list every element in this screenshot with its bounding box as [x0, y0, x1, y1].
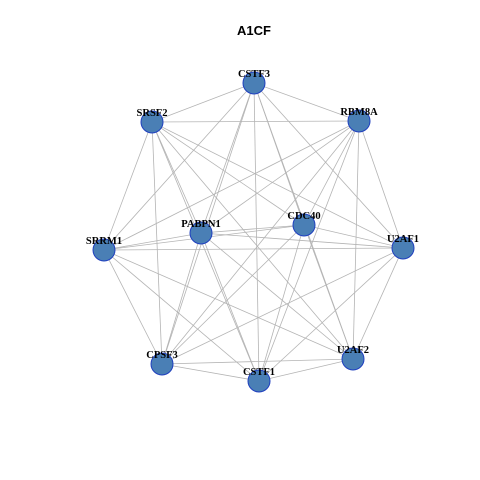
- edge-layer: [103, 82, 404, 382]
- edge-pabpn1-u2af2: [200, 232, 354, 360]
- node-label: SRRM1: [86, 236, 122, 247]
- edge-srsf2-srrm1: [103, 121, 153, 251]
- edge-u2af1-cpsf3: [161, 247, 404, 365]
- edge-cstf3-u2af1: [253, 82, 404, 249]
- edge-cdc40-cpsf3: [161, 224, 305, 365]
- node-circle: [189, 221, 213, 245]
- node-label: CPSF3: [146, 350, 178, 361]
- edge-srsf2-rbm8a: [151, 120, 360, 123]
- edge-cstf3-cstf1: [253, 82, 260, 382]
- node-srsf2: SRSF2: [137, 108, 168, 134]
- node-label: CDC40: [287, 211, 320, 222]
- node-circle: [391, 236, 415, 260]
- node-circle: [92, 238, 116, 262]
- node-label: PABPN1: [181, 219, 220, 230]
- edge-cstf3-rbm8a: [253, 82, 360, 122]
- node-circle: [150, 352, 174, 376]
- node-circle: [247, 369, 271, 393]
- node-pabpn1: PABPN1: [181, 219, 221, 245]
- edge-srrm1-u2af1: [103, 247, 404, 251]
- edge-cpsf3-cstf1: [161, 363, 260, 382]
- edge-srsf2-cdc40: [151, 121, 305, 226]
- edge-cstf3-cpsf3: [161, 82, 255, 365]
- edge-pabpn1-u2af1: [200, 232, 404, 249]
- edge-rbm8a-cpsf3: [161, 120, 360, 365]
- node-u2af2: U2AF2: [337, 345, 369, 371]
- edge-pabpn1-cpsf3: [161, 232, 202, 365]
- edge-u2af1-u2af2: [352, 247, 404, 360]
- edge-u2af2-cstf1: [258, 358, 354, 382]
- edge-srrm1-cpsf3: [103, 249, 163, 365]
- node-cpsf3: CPSF3: [146, 350, 178, 376]
- node-cdc40: CDC40: [287, 211, 321, 237]
- node-circle: [292, 213, 316, 237]
- edge-srsf2-cstf1: [151, 121, 260, 382]
- node-label: U2AF1: [387, 234, 419, 245]
- node-label: CSTF3: [238, 69, 270, 80]
- node-cstf1: CSTF1: [243, 367, 275, 393]
- edge-rbm8a-srrm1: [103, 120, 360, 251]
- node-u2af1: U2AF1: [387, 234, 419, 260]
- edge-pabpn1-cstf1: [200, 232, 260, 382]
- node-label: SRSF2: [137, 108, 168, 119]
- edge-srrm1-u2af2: [103, 249, 354, 360]
- edge-cdc40-pabpn1: [200, 224, 305, 234]
- edge-pabpn1-srrm1: [103, 232, 202, 251]
- node-rbm8a: RBM8A: [340, 107, 378, 133]
- node-circle: [242, 71, 266, 95]
- edge-cpsf3-u2af2: [161, 358, 354, 365]
- edge-cstf3-pabpn1: [200, 82, 255, 234]
- node-label: U2AF2: [337, 345, 369, 356]
- edge-cdc40-cstf1: [258, 224, 305, 382]
- edge-cstf3-srrm1: [103, 82, 255, 251]
- node-circle: [347, 109, 371, 133]
- edge-srsf2-u2af1: [151, 121, 404, 249]
- node-cstf3: CSTF3: [238, 69, 270, 95]
- node-circle: [140, 110, 164, 134]
- edge-rbm8a-cstf1: [258, 120, 360, 382]
- edge-cstf3-srsf2: [151, 82, 255, 123]
- edge-rbm8a-u2af2: [352, 120, 360, 360]
- node-srrm1: SRRM1: [86, 236, 122, 262]
- node-circle: [341, 347, 365, 371]
- edge-rbm8a-pabpn1: [200, 120, 360, 234]
- edge-srrm1-cstf1: [103, 249, 260, 382]
- edge-u2af1-cstf1: [258, 247, 404, 382]
- edge-rbm8a-cdc40: [303, 120, 360, 226]
- graph-title: A1CF: [237, 23, 271, 38]
- edge-rbm8a-u2af1: [358, 120, 404, 249]
- node-label: CSTF1: [243, 367, 275, 378]
- node-label: RBM8A: [340, 107, 378, 118]
- edge-srsf2-u2af2: [151, 121, 354, 360]
- edge-cdc40-u2af2: [303, 224, 354, 360]
- edge-srsf2-pabpn1: [151, 121, 202, 234]
- edge-cdc40-u2af1: [303, 224, 404, 249]
